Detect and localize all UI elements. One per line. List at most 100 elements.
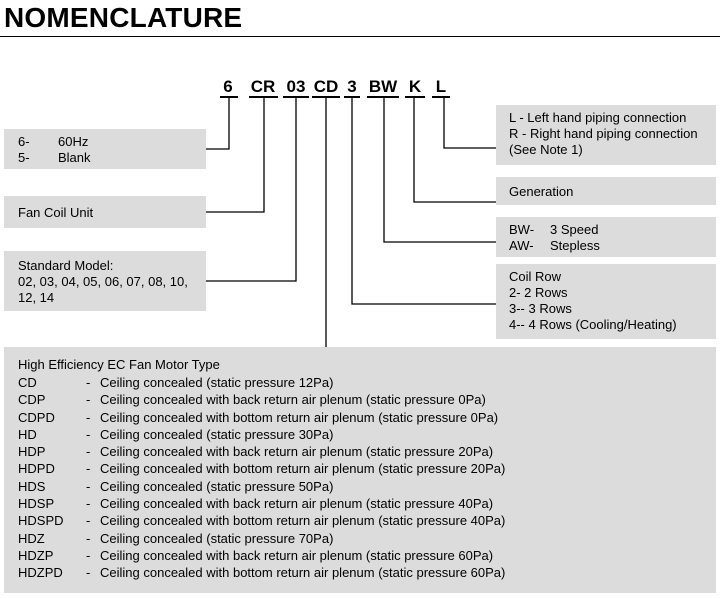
- motor-type-row: HDZPD -Ceiling concealed with bottom retu…: [18, 564, 505, 581]
- motor-code: HDZP: [18, 547, 54, 563]
- motor-desc: Ceiling concealed (static pressure 50Pa): [100, 478, 334, 494]
- code-underline: [405, 96, 425, 98]
- motor-dash: -: [86, 444, 91, 460]
- frequency-desc: Blank: [58, 150, 91, 165]
- motor-type-row: HDP -Ceiling concealed with back return a…: [18, 443, 505, 460]
- coil-row-option: 4-- 4 Rows (Cooling/Heating): [509, 317, 677, 332]
- speed-code: BW-: [509, 222, 535, 237]
- code-underline: [432, 96, 450, 98]
- connector-coil-row: [351, 98, 496, 305]
- connector-frequency: [206, 98, 230, 150]
- standard-model-box: Standard Model: 02, 03, 04, 05, 06, 07, …: [4, 251, 206, 311]
- motor-code: CD: [18, 375, 37, 390]
- code-segment-coil-row: 3: [347, 77, 357, 96]
- motor-type-row: CD-Ceiling concealed (static pressure 12…: [18, 374, 505, 391]
- motor-dash: -: [86, 461, 91, 477]
- motor-desc: Ceiling concealed with back return air p…: [100, 496, 494, 512]
- motor-code: HDSP: [18, 496, 55, 512]
- motor-dash: -: [86, 478, 91, 494]
- page-title: NOMENCLATURE: [4, 2, 243, 33]
- motor-code: HDZ: [18, 530, 45, 546]
- motor-desc: Ceiling concealed with back return air p…: [100, 547, 494, 563]
- motor-dash: -: [86, 496, 91, 512]
- frequency-box: 6- 60Hz 5- Blank: [4, 129, 206, 169]
- motor-code: HD: [18, 426, 37, 442]
- standard-model-list: 02, 03, 04, 05, 06, 07, 08, 10,: [18, 274, 188, 289]
- motor-type-row: HDPD -Ceiling concealed with bottom retur…: [18, 460, 505, 477]
- speed-code: AW-: [509, 238, 534, 253]
- motor-code: CDP: [18, 392, 46, 408]
- motor-type-row: HDSP -Ceiling concealed with back return …: [18, 495, 505, 512]
- frequency-code: 6-: [18, 134, 30, 149]
- connector-generation: [413, 98, 496, 203]
- coil-row-heading: Coil Row: [509, 269, 562, 284]
- code-segment-motor-type: CD: [313, 77, 339, 96]
- code-segment-fan-coil: CR: [250, 77, 276, 96]
- code-underline: [312, 96, 340, 98]
- code-segment-speed: BW: [368, 77, 398, 96]
- code-underline: [344, 96, 360, 98]
- motor-type-row: HDZP -Ceiling concealed with back return …: [18, 547, 505, 564]
- code-segment-piping: L: [435, 77, 447, 96]
- speed-box: BW- 3 Speed AW- Stepless: [496, 217, 716, 257]
- motor-code: HDP: [18, 444, 46, 460]
- connector-model: [206, 98, 297, 282]
- motor-type-heading: High Efficiency EC Fan Motor Type: [18, 357, 220, 372]
- motor-desc: Ceiling concealed (static pressure 30Pa): [100, 426, 334, 442]
- motor-code: HDS: [18, 478, 46, 494]
- frequency-desc: 60Hz: [58, 134, 89, 149]
- code-segment-frequency: 6: [223, 77, 233, 96]
- fan-coil-label: Fan Coil Unit: [18, 205, 94, 220]
- motor-desc: Ceiling concealed (static pressure 70Pa): [100, 530, 334, 546]
- coil-row-box: Coil Row 2- 2 Rows 3-- 3 Rows 4-- 4 Rows…: [496, 264, 716, 339]
- motor-dash: -: [86, 392, 91, 408]
- motor-code: HDPD: [18, 461, 55, 477]
- motor-dash: -: [86, 409, 91, 425]
- code-underline: [283, 96, 309, 98]
- motor-desc: Ceiling concealed (static pressure 12Pa): [100, 375, 334, 390]
- piping-left: L - Left hand piping connection: [509, 110, 687, 125]
- motor-desc: Ceiling concealed with bottom return air…: [100, 461, 506, 477]
- code-segment-model: 03: [286, 77, 306, 96]
- connector-speed: [383, 98, 496, 243]
- motor-type-row: HDSPD -Ceiling concealed with bottom retu…: [18, 512, 505, 529]
- frequency-code: 5-: [18, 150, 30, 165]
- speed-desc: Stepless: [550, 238, 600, 253]
- piping-note: (See Note 1): [509, 142, 583, 157]
- title-divider: [0, 36, 720, 37]
- motor-desc: Ceiling concealed with back return air p…: [100, 392, 486, 408]
- motor-type-row: HDZ -Ceiling concealed (static pressure 7…: [18, 530, 505, 547]
- motor-dash: -: [86, 547, 91, 563]
- motor-desc: Ceiling concealed with bottom return air…: [100, 513, 506, 529]
- standard-model-list: 12, 14: [18, 290, 55, 305]
- piping-right: R - Right hand piping connection: [509, 126, 698, 141]
- motor-dash: -: [86, 530, 91, 546]
- coil-row-option: 3-- 3 Rows: [509, 301, 572, 316]
- motor-type-row: CDPD -Ceiling concealed with bottom retur…: [18, 409, 505, 426]
- motor-desc: Ceiling concealed with bottom return air…: [100, 565, 506, 581]
- code-underline: [367, 96, 399, 98]
- connector-fan-coil: [206, 98, 265, 213]
- code-underline: [249, 96, 278, 98]
- motor-code: HDZPD: [18, 565, 63, 581]
- code-underline: [220, 96, 238, 98]
- motor-type-row: CDP -Ceiling concealed with back return a…: [18, 391, 505, 408]
- speed-desc: 3 Speed: [550, 222, 599, 237]
- motor-code: HDSPD: [18, 513, 64, 529]
- motor-desc: Ceiling concealed with back return air p…: [100, 444, 494, 460]
- motor-desc: Ceiling concealed with bottom return air…: [100, 409, 499, 425]
- motor-dash: -: [86, 565, 91, 581]
- coil-row-option: 2- 2 Rows: [509, 285, 568, 300]
- generation-label: Generation: [509, 184, 574, 199]
- code-segment-generation: K: [408, 77, 422, 96]
- fan-coil-box: Fan Coil Unit: [4, 196, 206, 228]
- motor-dash: -: [86, 513, 91, 529]
- motor-dash: -: [86, 426, 91, 442]
- standard-model-heading: Standard Model:: [18, 258, 114, 273]
- piping-box: L - Left hand piping connection R - Righ…: [496, 105, 716, 165]
- motor-code: CDPD: [18, 409, 55, 425]
- generation-box: Generation: [496, 177, 716, 205]
- motor-type-row: HDS -Ceiling concealed (static pressure 5…: [18, 478, 505, 495]
- motor-type-table: CD-Ceiling concealed (static pressure 12…: [18, 374, 505, 582]
